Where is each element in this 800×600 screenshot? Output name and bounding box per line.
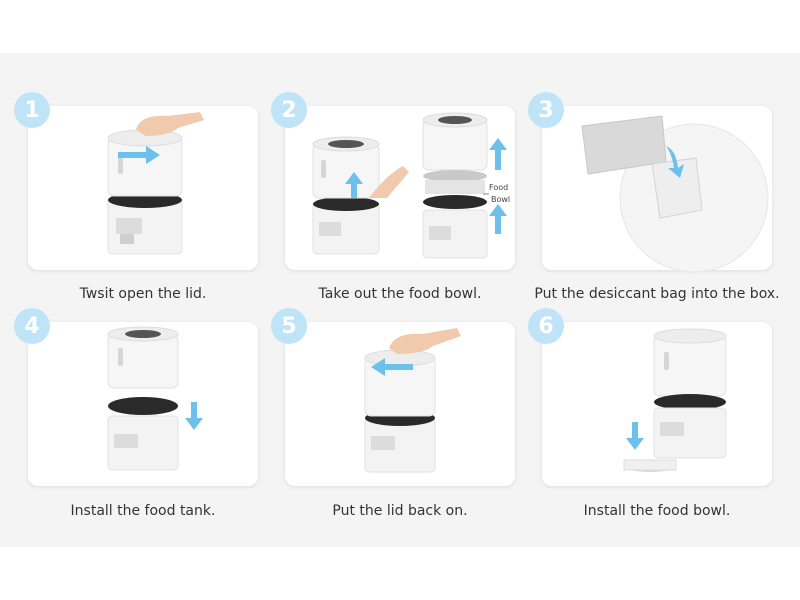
install-food-tank-illustration xyxy=(107,326,203,471)
food-bowl-callout-line-1: Food xyxy=(489,183,508,192)
step-6-caption: Install the food bowl. xyxy=(583,503,731,519)
step-2-caption: Take out the food bowl. xyxy=(318,286,482,302)
step-1-caption: Twsit open the lid. xyxy=(79,286,207,302)
step-3-badge: 3 xyxy=(528,92,564,128)
step-5-caption: Put the lid back on. xyxy=(332,503,468,519)
step-2-card: Food Bowl 2 xyxy=(271,92,515,270)
food-bowl-callout-line-2: Bowl xyxy=(491,195,510,204)
step-4-badge: 4 xyxy=(14,308,50,344)
step-2-badge: 2 xyxy=(271,92,307,128)
step-3-caption: Put the desiccant bag into the box. xyxy=(534,286,780,302)
step-6-card: 6 xyxy=(528,308,772,486)
step-4-caption: Install the food tank. xyxy=(70,503,216,519)
step-3-card: 3 xyxy=(528,92,772,273)
step-5-badge: 5 xyxy=(271,308,307,344)
step-6-badge: 6 xyxy=(528,308,564,344)
step-1-card: 1 xyxy=(14,92,258,270)
step-4-card: 4 xyxy=(14,308,258,486)
step-5-card: 5 xyxy=(271,308,515,486)
feeder-remove-bowl-illustration: Food Bowl xyxy=(312,112,510,259)
feeder-open-lid-illustration xyxy=(107,112,204,255)
desiccant-bag-illustration xyxy=(581,115,769,273)
step-1-badge: 1 xyxy=(14,92,50,128)
put-lid-back-illustration xyxy=(364,328,461,473)
install-food-bowl-illustration xyxy=(623,328,727,472)
